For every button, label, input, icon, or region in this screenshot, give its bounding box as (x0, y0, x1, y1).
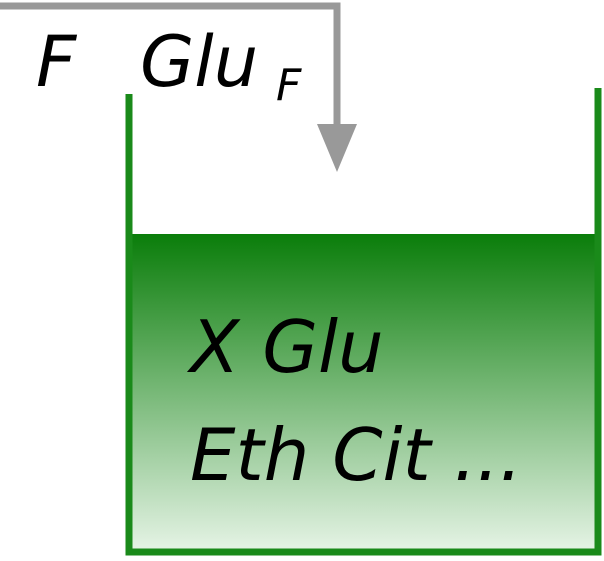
feed-pipe (0, 2, 341, 128)
vessel-contents-line1: X Glu (186, 305, 384, 389)
feed-arrowhead (317, 124, 357, 172)
feed-label-f: F (36, 21, 78, 103)
feed-label-glu-subscript: F (276, 60, 302, 111)
vessel-contents-line2: Eth Cit ... (190, 413, 522, 497)
feed-label-glu: Glu (140, 21, 258, 103)
vessel-walls (125, 88, 602, 556)
vessel-liquid (129, 234, 598, 552)
